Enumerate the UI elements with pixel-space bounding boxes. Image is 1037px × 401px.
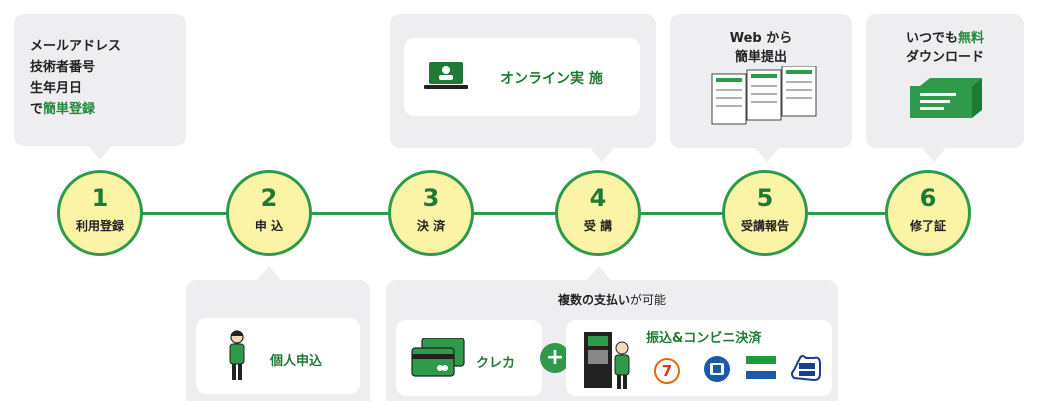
step-4-label: 受 講: [583, 219, 613, 233]
step1-line1: メールアドレス: [30, 39, 122, 54]
step-1-label: 利用登録: [75, 219, 124, 233]
step1-line4: で簡単登録: [30, 99, 121, 120]
certificate-download-icon: [906, 76, 984, 126]
online-label: オンライン実 施: [500, 71, 603, 87]
step6-line1-highlight: 無料: [958, 31, 985, 46]
step5-line1: Web から: [729, 31, 793, 46]
step-1-number: 1: [91, 184, 109, 212]
step6-line2: ダウンロード: [905, 50, 984, 65]
step1-line4-highlight: 簡単登録: [43, 102, 96, 117]
person-icon: [226, 330, 248, 386]
credit-card-icon: [410, 337, 466, 382]
step1-line3: 生年月日: [30, 81, 83, 96]
step-4-node: 4 受 講: [555, 170, 641, 256]
step-4-number: 4: [589, 184, 607, 212]
step1-note-text: メールアドレス 技術者番号 生年月日 で簡単登録: [30, 36, 121, 120]
step6-line1-prefix: いつでも: [905, 31, 958, 46]
step-5-number: 5: [756, 184, 774, 212]
familymart-logo: [746, 356, 776, 390]
step4-note-tail: [590, 148, 614, 162]
individual-label: 個人申込: [270, 354, 323, 369]
timeline-line: [98, 212, 938, 215]
report-documents-icon: [708, 65, 820, 132]
step2-note-tail: [257, 266, 281, 280]
step5-note-tail: [755, 148, 779, 162]
step-5-label: 受講報告: [740, 219, 789, 233]
step-3-number: 3: [422, 184, 440, 212]
credit-card-label: クレカ: [476, 356, 516, 371]
transfer-label: 振込&コンビニ決済: [646, 331, 762, 346]
payment-title-prefix: 複数の支払い: [557, 293, 630, 307]
step6-note-tail: [922, 148, 946, 162]
lawson-logo: [702, 354, 732, 388]
step-3-node: 3 決 済: [388, 170, 474, 256]
atm-icon: [582, 332, 634, 394]
step1-line4-prefix: で: [30, 102, 44, 117]
step1-note-bubble: [14, 14, 186, 146]
payment-note-tail: [587, 266, 611, 280]
step-6-label: 修了証: [909, 219, 946, 233]
step-2-label: 申 込: [254, 219, 284, 233]
step-2-number: 2: [260, 184, 278, 212]
laptop-icon: [424, 62, 468, 96]
ministop-logo: [790, 354, 824, 386]
step-2-node: 2 申 込: [226, 170, 312, 256]
step1-line2: 技術者番号: [30, 60, 96, 75]
plus-icon: +: [540, 343, 570, 373]
step-1-node: 1 利用登録: [57, 170, 143, 256]
step5-line2: 簡単提出: [734, 50, 787, 65]
step-6-node: 6 修了証: [885, 170, 971, 256]
seven-eleven-mark: 7: [661, 362, 673, 380]
individual-card: [196, 318, 360, 394]
step6-line1: いつでも無料: [866, 28, 1024, 49]
step1-note-tail: [88, 146, 112, 160]
step-5-node: 5 受講報告: [722, 170, 808, 256]
step-3-label: 決 済: [416, 219, 446, 233]
payment-title: 複数の支払いが可能: [386, 291, 838, 308]
step-6-number: 6: [919, 184, 937, 212]
payment-title-suffix: が可能: [630, 293, 667, 307]
seven-eleven-logo: 7: [654, 358, 680, 384]
